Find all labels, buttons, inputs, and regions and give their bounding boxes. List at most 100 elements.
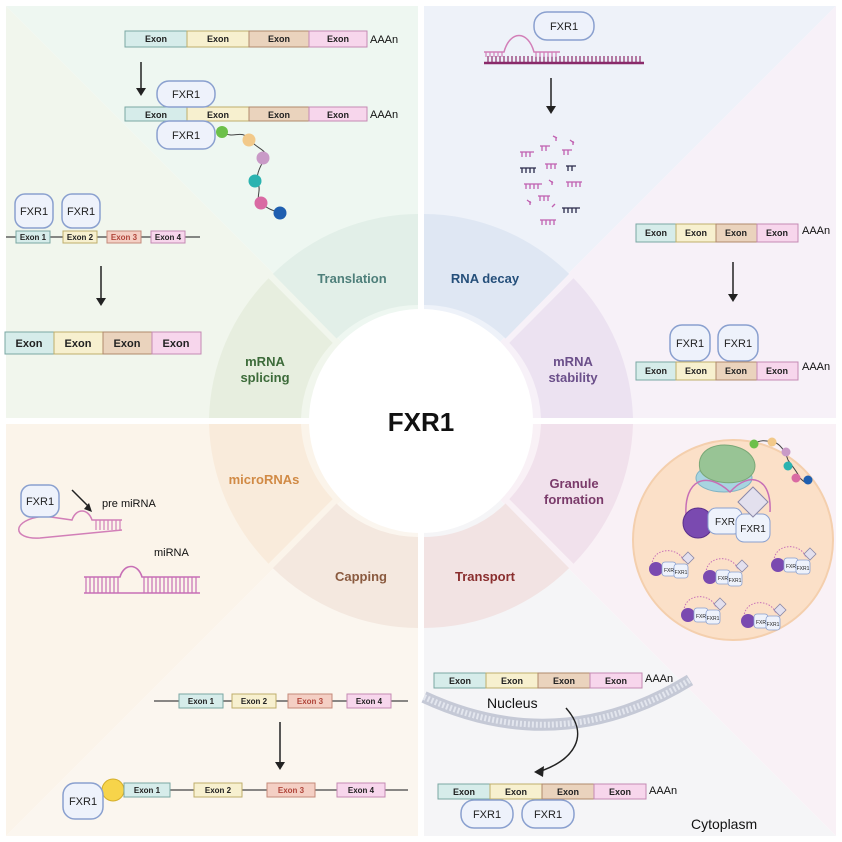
exon2-label: Exon 2: [205, 786, 232, 795]
granule-complex: FXR FXR1: [681, 596, 727, 625]
exon-label: Exon: [725, 366, 747, 376]
segment-label-stability-2: stability: [548, 370, 598, 385]
exon-label: Exon: [645, 366, 667, 376]
segment-mrna-splicing[interactable]: [209, 278, 333, 418]
fxr1-label: FXR1: [172, 89, 200, 101]
exon-label: Exon: [685, 366, 707, 376]
fxr1-label: FXR1: [724, 338, 752, 350]
granule-droplet: [632, 439, 834, 641]
arrow-head: [136, 88, 146, 96]
segment-label-splicing-2: splicing: [240, 370, 289, 385]
segment-granule-formation[interactable]: [509, 424, 633, 564]
segment-label-capping: Capping: [335, 569, 387, 584]
fxr1-protein: FXR1: [460, 799, 514, 829]
stability-panel: Exon Exon Exon Exon AAAn FXR1 FXR1 Exon …: [635, 223, 830, 381]
fxr1-label: FXR1: [740, 524, 766, 535]
nuclear-membrane: [421, 674, 694, 731]
exon-label: Exon: [605, 676, 627, 686]
exon-label: Exon: [449, 676, 471, 686]
fxr1-protein: FXR1: [14, 193, 54, 229]
mrna-strand: Exon Exon Exon Exon AAAn: [635, 361, 830, 381]
exon-label: Exon: [505, 787, 527, 797]
fxr1-protein: FXR1: [735, 486, 771, 543]
arrow-head: [546, 106, 556, 114]
exon-label: Exon: [207, 110, 229, 120]
micrornas-panel: FXR1 pre miRNA miRNA: [18, 484, 200, 594]
fxr1-label: FXR1: [797, 566, 810, 572]
segment-translation[interactable]: [272, 214, 418, 339]
rna-hairpin: [484, 34, 644, 65]
fxr1-label: FXR1: [473, 809, 501, 821]
cytoplasm-label: Cytoplasm: [691, 816, 757, 832]
fxr-label: FXR: [664, 568, 674, 574]
mrna-strand: Exon Exon Exon Exon AAAn: [433, 672, 673, 689]
exon-label: Exon: [685, 228, 707, 238]
segment-mrna-stability[interactable]: [509, 278, 633, 418]
fxr1-protein: FXR1: [669, 324, 711, 362]
exon-label: Exon: [163, 338, 190, 350]
segment-capping[interactable]: [272, 503, 418, 629]
mrna-strand: Exon Exon Exon Exon AAAn: [437, 783, 677, 800]
polya-label: AAAn: [370, 34, 398, 46]
exon-label: Exon: [553, 676, 575, 686]
exon1-label: Exon 1: [188, 697, 215, 706]
exon-label: Exon: [268, 34, 290, 44]
mrna-strand: Exon Exon Exon Exon AAAn: [124, 106, 398, 122]
mrna-strand: Exon Exon Exon Exon AAAn: [124, 30, 398, 48]
exon-label: Exon: [609, 787, 631, 797]
segment-rna-decay[interactable]: [424, 214, 570, 339]
fxr1-label: FXR1: [550, 21, 578, 33]
exon1-label: Exon 1: [134, 786, 161, 795]
capping-panel: Exon 1 Exon 2 Exon 3 Exon 4 Exon 1 Exon …: [62, 693, 408, 820]
exon4-label: Exon 4: [348, 786, 375, 795]
exon-label: Exon: [327, 34, 349, 44]
mrna-loop: [685, 478, 771, 516]
exon-label: Exon: [65, 338, 92, 350]
exon-label: Exon: [145, 34, 167, 44]
segment-label-translation: Translation: [317, 271, 386, 286]
exon-label: Exon: [725, 228, 747, 238]
fxr1-protein: FXR1: [20, 484, 60, 518]
fxr1-label: FXR1: [729, 578, 742, 584]
center-circle: [309, 309, 533, 533]
segment-label-rna-decay: RNA decay: [451, 271, 520, 286]
mrna-strand: Exon Exon Exon Exon AAAn: [635, 223, 830, 243]
fxr1-protein: FXR1: [61, 193, 101, 229]
exon-label: Exon: [557, 787, 579, 797]
segment-transport[interactable]: [424, 503, 570, 629]
fxr-label: FXR: [786, 564, 796, 570]
arrow-head: [534, 766, 544, 777]
arrow-head: [728, 294, 738, 302]
mirna-label: miRNA: [154, 547, 189, 559]
exon-label: Exon: [145, 110, 167, 120]
segment-label-micrornas: microRNAs: [229, 472, 300, 487]
exon-label: Exon: [114, 338, 141, 350]
center-ring: FXR1 Translation RNA decay mRNA stabilit…: [209, 214, 633, 628]
fxr-label: FXR: [718, 576, 728, 582]
nascent-peptide-chain: [749, 437, 813, 485]
segment-micrornas[interactable]: [209, 424, 333, 564]
cap-structure: [101, 778, 125, 802]
exon-label: Exon: [16, 338, 43, 350]
exon1-label: Exon 1: [20, 233, 47, 242]
fxr1-protein: FXR1: [62, 782, 104, 820]
fxr1-label: FXR1: [675, 570, 688, 576]
segment-label-stability-1: mRNA: [553, 354, 593, 369]
fxr1-label: FXR1: [676, 338, 704, 350]
fxr1-protein: FXR1: [156, 120, 216, 150]
fxr-label: FXR: [756, 620, 766, 626]
ribosome: [695, 444, 756, 493]
exon2-label: Exon 2: [241, 697, 268, 706]
fxr1-label: FXR1: [69, 796, 97, 808]
export-arrow: [537, 707, 579, 773]
arrow-head: [84, 503, 92, 512]
fxr1-label: FXR1: [67, 206, 95, 218]
fxr1-protein: FXR1: [717, 324, 759, 362]
granule-complex: FXR FXR1: [703, 558, 749, 587]
nascent-peptide-chain: [216, 126, 287, 220]
fxr1-label: FXR1: [26, 496, 54, 508]
exon3-label: Exon 3: [111, 233, 138, 242]
pre-mirna-label: pre miRNA: [102, 498, 156, 510]
transport-panel: Exon Exon Exon Exon AAAn Nucleus Exon Ex…: [421, 672, 757, 832]
